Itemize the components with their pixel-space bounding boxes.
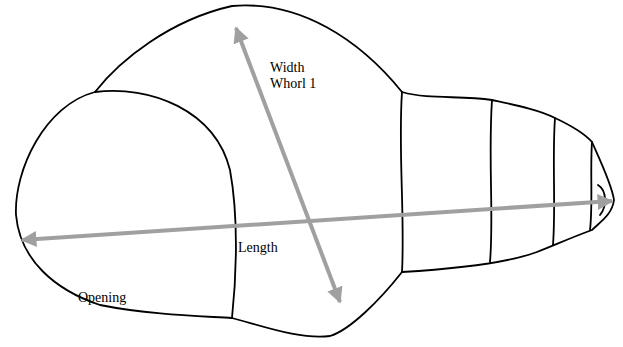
dimension-label: Width Whorl 1 <box>270 60 328 92</box>
dimension-label: Length <box>238 240 298 256</box>
part-label: Opening <box>78 290 148 306</box>
